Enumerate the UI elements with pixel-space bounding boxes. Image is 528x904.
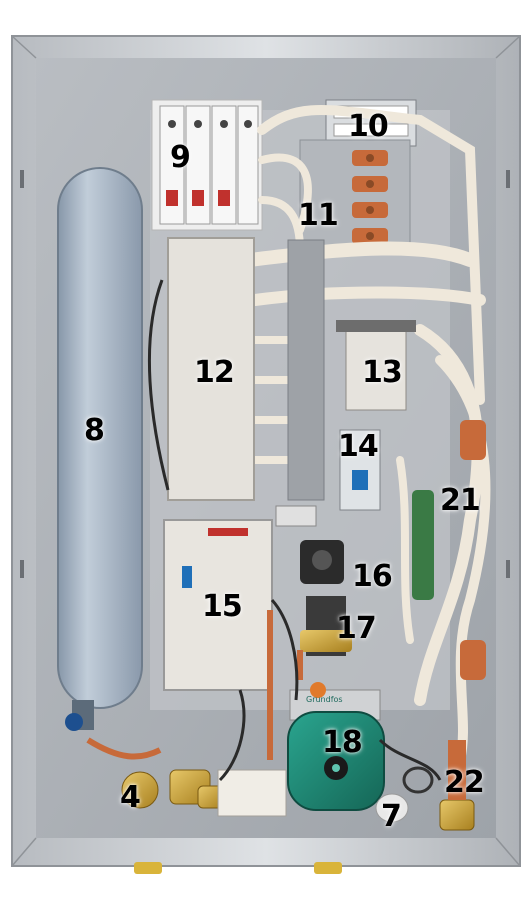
- thermal-switch-board: [275, 429, 381, 527]
- air-vent: [439, 740, 475, 831]
- drain-valve: [121, 769, 287, 817]
- pressure-relief-valve: [375, 766, 434, 823]
- heating-element-wiring: [412, 420, 486, 680]
- heating-element-terminals: [299, 139, 411, 251]
- cable-bundles: [243, 105, 491, 765]
- dark-wiring: [147, 279, 442, 782]
- copper-pipes: [86, 610, 303, 760]
- pump-brand-label: Grundfos: [306, 695, 343, 704]
- circuit-breakers: [151, 99, 263, 231]
- control-board-cover: [167, 237, 325, 501]
- pressure-sensor: [300, 540, 344, 584]
- flow-valve: [300, 596, 352, 656]
- expansion-tank: [57, 167, 143, 731]
- relay-module: [336, 320, 416, 411]
- circulation-pump: [287, 682, 385, 811]
- power-supply-module: [163, 519, 273, 691]
